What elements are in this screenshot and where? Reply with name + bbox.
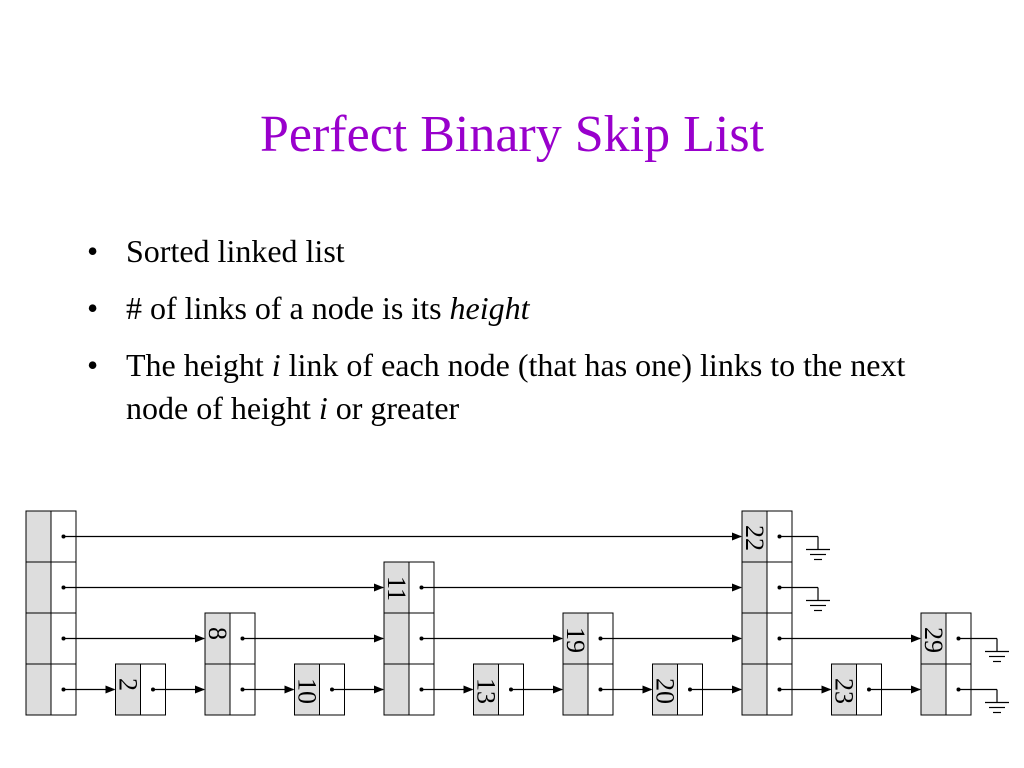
node-key-label: 13 — [472, 678, 501, 704]
node-key-label: 20 — [651, 678, 680, 704]
ground-icon — [958, 688, 1009, 714]
bullet-text-italic: i — [318, 390, 328, 426]
node-key-cell — [294, 663, 320, 716]
bullet-item: • # of links of a node is its height — [87, 287, 947, 330]
skip-list-diagram: 2 8 10 11 13 19 20 22 23 29 — [25, 510, 1009, 716]
bullet-dot: • — [87, 347, 99, 383]
bullet-dot: • — [87, 290, 99, 326]
node-key-label: 22 — [740, 525, 769, 551]
node-key-label: 11 — [382, 576, 411, 601]
bullet-text: link of each node (that has one) links t… — [126, 347, 906, 426]
bullet-text-italic: height — [449, 290, 530, 326]
bullet-list: • Sorted linked list • # of links of a node… — [87, 230, 947, 444]
bullet-text: # of links of a node is its — [126, 290, 450, 326]
bullet-text: Sorted linked list — [126, 233, 345, 269]
bullet-item: • Sorted linked list — [87, 230, 947, 273]
bullet-item: • The height i link of each node (that ha… — [87, 344, 947, 430]
node-key-label: 2 — [114, 678, 143, 691]
slide-title: Perfect Binary Skip List — [259, 106, 765, 163]
node-key-cell — [115, 663, 141, 716]
node-key-label: 29 — [919, 627, 948, 653]
bullet-text: The height — [126, 347, 272, 383]
node-key-cell — [831, 663, 857, 716]
node-key-label: 10 — [293, 678, 322, 704]
bullet-text-italic: i — [271, 347, 281, 383]
node-key-label: 8 — [203, 627, 232, 640]
ground-icon — [958, 637, 1009, 663]
node-key-label: 19 — [561, 627, 590, 653]
bullet-dot: • — [87, 233, 99, 269]
bullet-text: or greater — [327, 390, 460, 426]
ground-icon — [779, 535, 830, 561]
node-key-label: 23 — [830, 678, 859, 704]
ground-icon — [779, 586, 830, 612]
